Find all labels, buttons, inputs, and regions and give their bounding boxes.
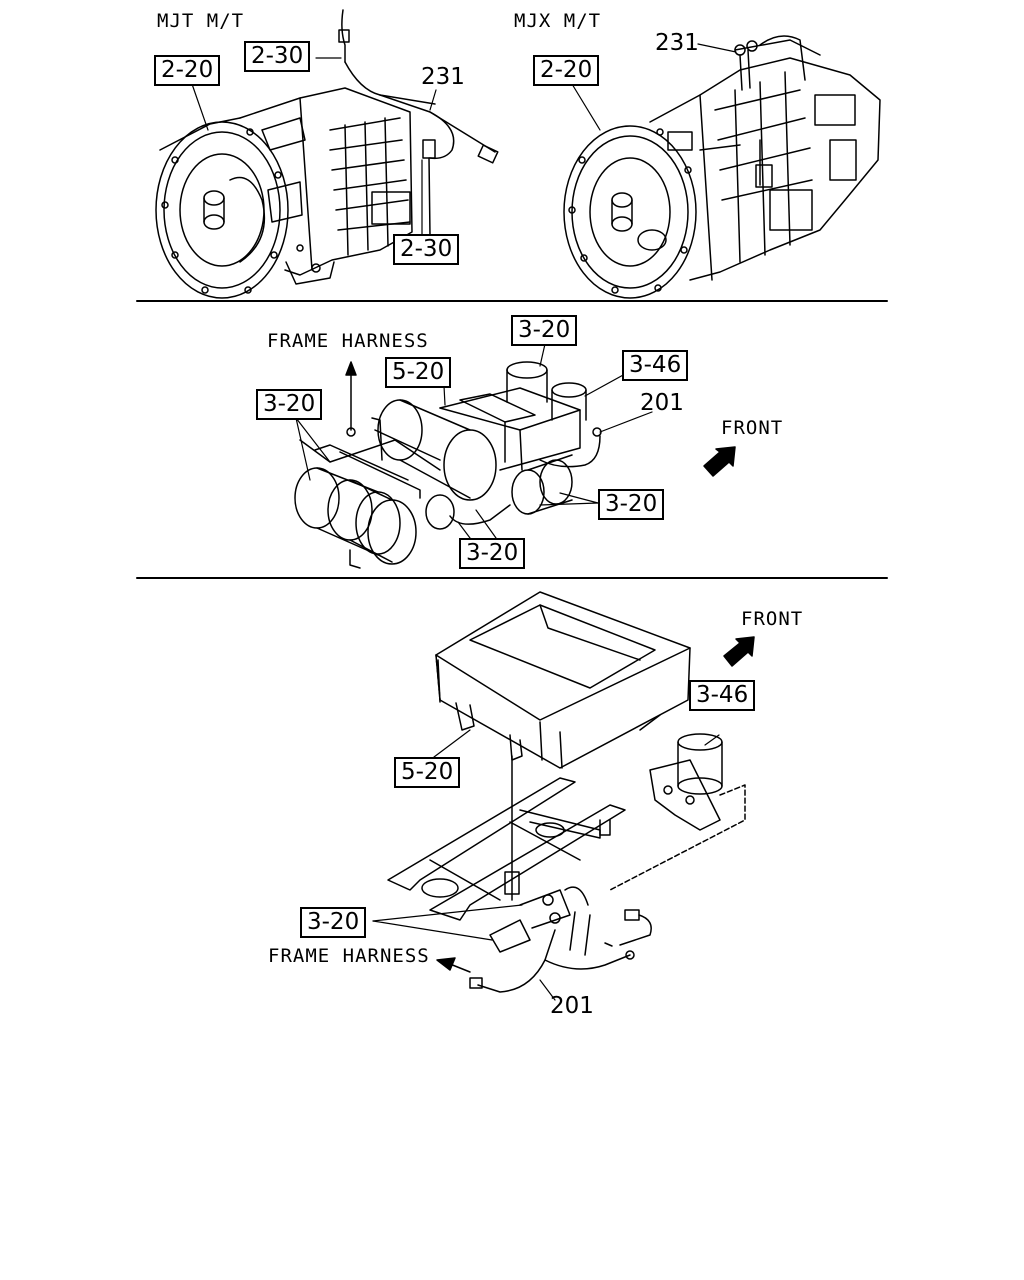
air-tank-assembly-drawing bbox=[294, 361, 602, 569]
ref-box-mjt-housing[interactable]: 2-20 bbox=[154, 55, 221, 86]
ref-box-middle-tanks-right[interactable]: 3-20 bbox=[598, 489, 665, 520]
ref-box-mjx-housing[interactable]: 2-20 bbox=[533, 55, 600, 86]
ref-box-mjt-switch-bottom[interactable]: 2-30 bbox=[393, 234, 460, 265]
front-arrow-middle-icon bbox=[703, 446, 736, 477]
ref-box-bottom-box[interactable]: 5-20 bbox=[394, 757, 461, 788]
front-label-bottom: FRONT bbox=[741, 608, 804, 630]
mjx-transmission-drawing bbox=[563, 35, 881, 299]
top-leader-lines bbox=[191, 43, 737, 237]
frame-harness-label-bottom: FRAME HARNESS bbox=[268, 945, 430, 967]
part-number-mjx-harness[interactable]: 231 bbox=[655, 30, 699, 56]
part-number-mjt-harness[interactable]: 231 bbox=[421, 64, 465, 90]
ref-box-bottom-dryer[interactable]: 3-46 bbox=[689, 680, 756, 711]
ref-box-mjt-switch-top[interactable]: 2-30 bbox=[244, 41, 311, 72]
mjt-title: MJT M/T bbox=[157, 10, 245, 32]
mjx-title: MJX M/T bbox=[514, 10, 602, 32]
frame-assembly-drawing bbox=[387, 591, 746, 993]
frame-harness-label-middle: FRAME HARNESS bbox=[267, 330, 429, 352]
mjt-transmission-drawing bbox=[155, 9, 499, 299]
bottom-leader-lines bbox=[372, 729, 720, 1001]
ref-box-middle-box[interactable]: 5-20 bbox=[385, 357, 452, 388]
ref-box-bottom-valves[interactable]: 3-20 bbox=[300, 907, 367, 938]
ref-box-middle-tanks-bottom[interactable]: 3-20 bbox=[459, 538, 526, 569]
ref-box-middle-tank-top[interactable]: 3-20 bbox=[511, 315, 578, 346]
part-number-bottom-harness[interactable]: 201 bbox=[550, 993, 594, 1019]
ref-box-middle-dryer[interactable]: 3-46 bbox=[622, 350, 689, 381]
middle-leader-lines bbox=[295, 343, 653, 539]
front-arrow-bottom-icon bbox=[723, 636, 755, 667]
part-number-middle-harness[interactable]: 201 bbox=[640, 390, 684, 416]
front-label-middle: FRONT bbox=[721, 417, 784, 439]
ref-box-middle-tanks-left[interactable]: 3-20 bbox=[256, 389, 323, 420]
